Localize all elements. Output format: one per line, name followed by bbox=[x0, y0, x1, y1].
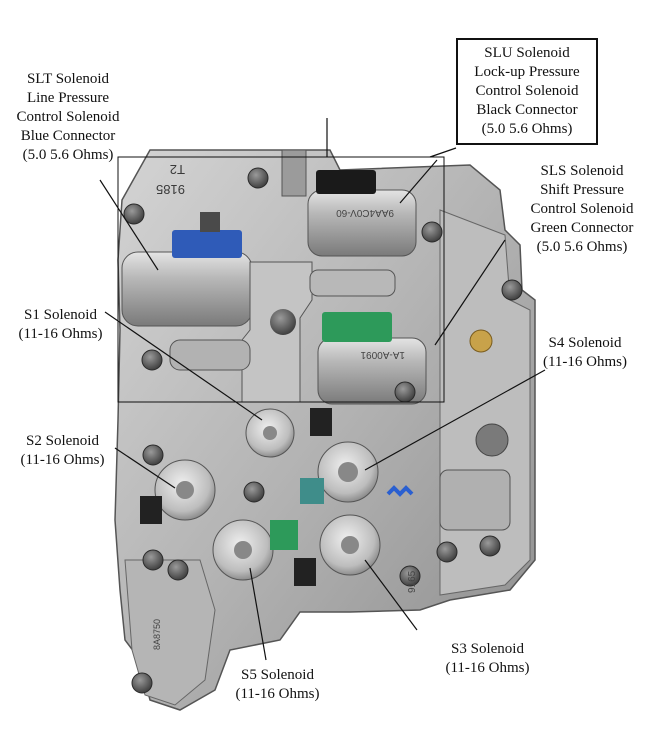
label-line: S3 Solenoid bbox=[451, 641, 524, 657]
slu-mount-bracket bbox=[281, 149, 307, 197]
bolt-5 bbox=[141, 349, 163, 371]
label-line: (11-16 Ohms) bbox=[235, 686, 320, 702]
bolt-3 bbox=[421, 221, 443, 243]
highlight-frame bbox=[117, 156, 445, 403]
label-line: S5 Solenoid bbox=[241, 667, 314, 683]
s5-label: S5 Solenoid (11-16 Ohms) bbox=[220, 666, 335, 704]
slt-connector-latch bbox=[200, 212, 220, 232]
bolt-12 bbox=[436, 541, 458, 563]
leader-lines bbox=[99, 118, 546, 661]
label-line: S4 Solenoid bbox=[548, 335, 622, 351]
casting-number: 9185 bbox=[156, 182, 185, 197]
slu-leader-2 bbox=[429, 147, 457, 158]
s2-leader bbox=[114, 447, 176, 489]
label-line: Green Connector bbox=[530, 220, 634, 236]
label-line: Shift Pressure bbox=[540, 182, 624, 198]
blue-spring bbox=[386, 485, 414, 497]
slu-part-number: 9AA4C0V-60 bbox=[336, 207, 394, 218]
slt-solenoid-body bbox=[121, 251, 253, 327]
label-line: SLU Solenoid bbox=[484, 45, 570, 61]
label-line: S1 Solenoid bbox=[24, 307, 97, 323]
bolt-7 bbox=[142, 549, 164, 571]
lower-valve-stem bbox=[169, 339, 251, 371]
bolt-2 bbox=[123, 203, 145, 225]
s3-label: S3 Solenoid (11-16 Ohms) bbox=[430, 640, 545, 678]
bolt-9 bbox=[167, 559, 189, 581]
label-line: Black Connector bbox=[476, 102, 578, 118]
right-port-block bbox=[439, 469, 511, 531]
s1-solenoid bbox=[245, 408, 295, 458]
bolt-6 bbox=[142, 444, 164, 466]
sls-leader bbox=[434, 239, 506, 346]
sls-green-connector bbox=[322, 312, 392, 342]
slt-blue-connector bbox=[172, 230, 242, 258]
label-line: Control Solenoid bbox=[530, 201, 634, 217]
s5-leader bbox=[249, 567, 267, 661]
label-line: (11-16 Ohms) bbox=[20, 452, 105, 468]
bolt-4 bbox=[501, 279, 523, 301]
s5-connector bbox=[270, 520, 298, 550]
slu-solenoid-body bbox=[307, 189, 417, 257]
s1-label: S1 Solenoid (11-16 Ohms) bbox=[8, 306, 113, 344]
s2-connector bbox=[140, 496, 162, 524]
right-edge-marking: 9165 bbox=[407, 570, 418, 593]
label-line: (11-16 Ohms) bbox=[445, 660, 530, 676]
s2-solenoid bbox=[154, 459, 216, 521]
slu-to-solenoid bbox=[399, 159, 438, 204]
bolt-8 bbox=[243, 481, 265, 503]
bolt-1 bbox=[247, 167, 269, 189]
label-line: Control Solenoid bbox=[16, 109, 120, 125]
label-line: Lock-up Pressure bbox=[474, 64, 580, 80]
label-line: (5.0 5.6 Ohms) bbox=[22, 147, 114, 163]
label-line: Blue Connector bbox=[20, 128, 116, 144]
slu-black-connector bbox=[316, 170, 376, 194]
s5-solenoid bbox=[212, 519, 274, 581]
lower-left-marking: 8A8750 bbox=[152, 619, 162, 650]
valve-body-lower-tab bbox=[124, 559, 216, 706]
label-line: (11-16 Ohms) bbox=[542, 354, 628, 370]
s4-connector bbox=[300, 478, 324, 504]
bolt-11 bbox=[131, 672, 153, 694]
label-line: SLT Solenoid bbox=[26, 71, 110, 87]
s1-leader bbox=[104, 311, 263, 421]
right-port-hole bbox=[475, 423, 509, 457]
sls-part-number: 1A-A0091 bbox=[360, 349, 405, 360]
bolt-10 bbox=[399, 565, 421, 587]
slt-leader bbox=[99, 179, 159, 271]
label-line: (5.0 5.6 Ohms) bbox=[481, 121, 573, 137]
s4-label: S4 Solenoid (11-16 Ohms) bbox=[530, 334, 640, 372]
s2-label: S2 Solenoid (11-16 Ohms) bbox=[10, 432, 115, 470]
label-line: (5.0 5.6 Ohms) bbox=[536, 239, 628, 255]
label-line: Line Pressure bbox=[26, 90, 110, 106]
bolt-13 bbox=[394, 381, 416, 403]
label-line: SLS Solenoid bbox=[540, 163, 624, 179]
s4-leader bbox=[364, 369, 546, 471]
s4-solenoid bbox=[317, 441, 379, 503]
label-line: S2 Solenoid bbox=[26, 433, 99, 449]
s1-connector bbox=[310, 408, 332, 436]
label-line: Control Solenoid bbox=[475, 83, 579, 99]
brass-fitting bbox=[469, 329, 493, 353]
casting-code: T2 bbox=[170, 162, 185, 177]
slt-valve-stem bbox=[309, 269, 396, 297]
label-line: (11-16 Ohms) bbox=[18, 326, 103, 342]
s3-solenoid bbox=[319, 514, 381, 576]
s3-leader bbox=[364, 559, 418, 631]
s3-connector bbox=[294, 558, 316, 586]
bracket-bolt bbox=[270, 309, 296, 335]
bolt-group bbox=[123, 167, 523, 694]
bolt-14 bbox=[479, 535, 501, 557]
